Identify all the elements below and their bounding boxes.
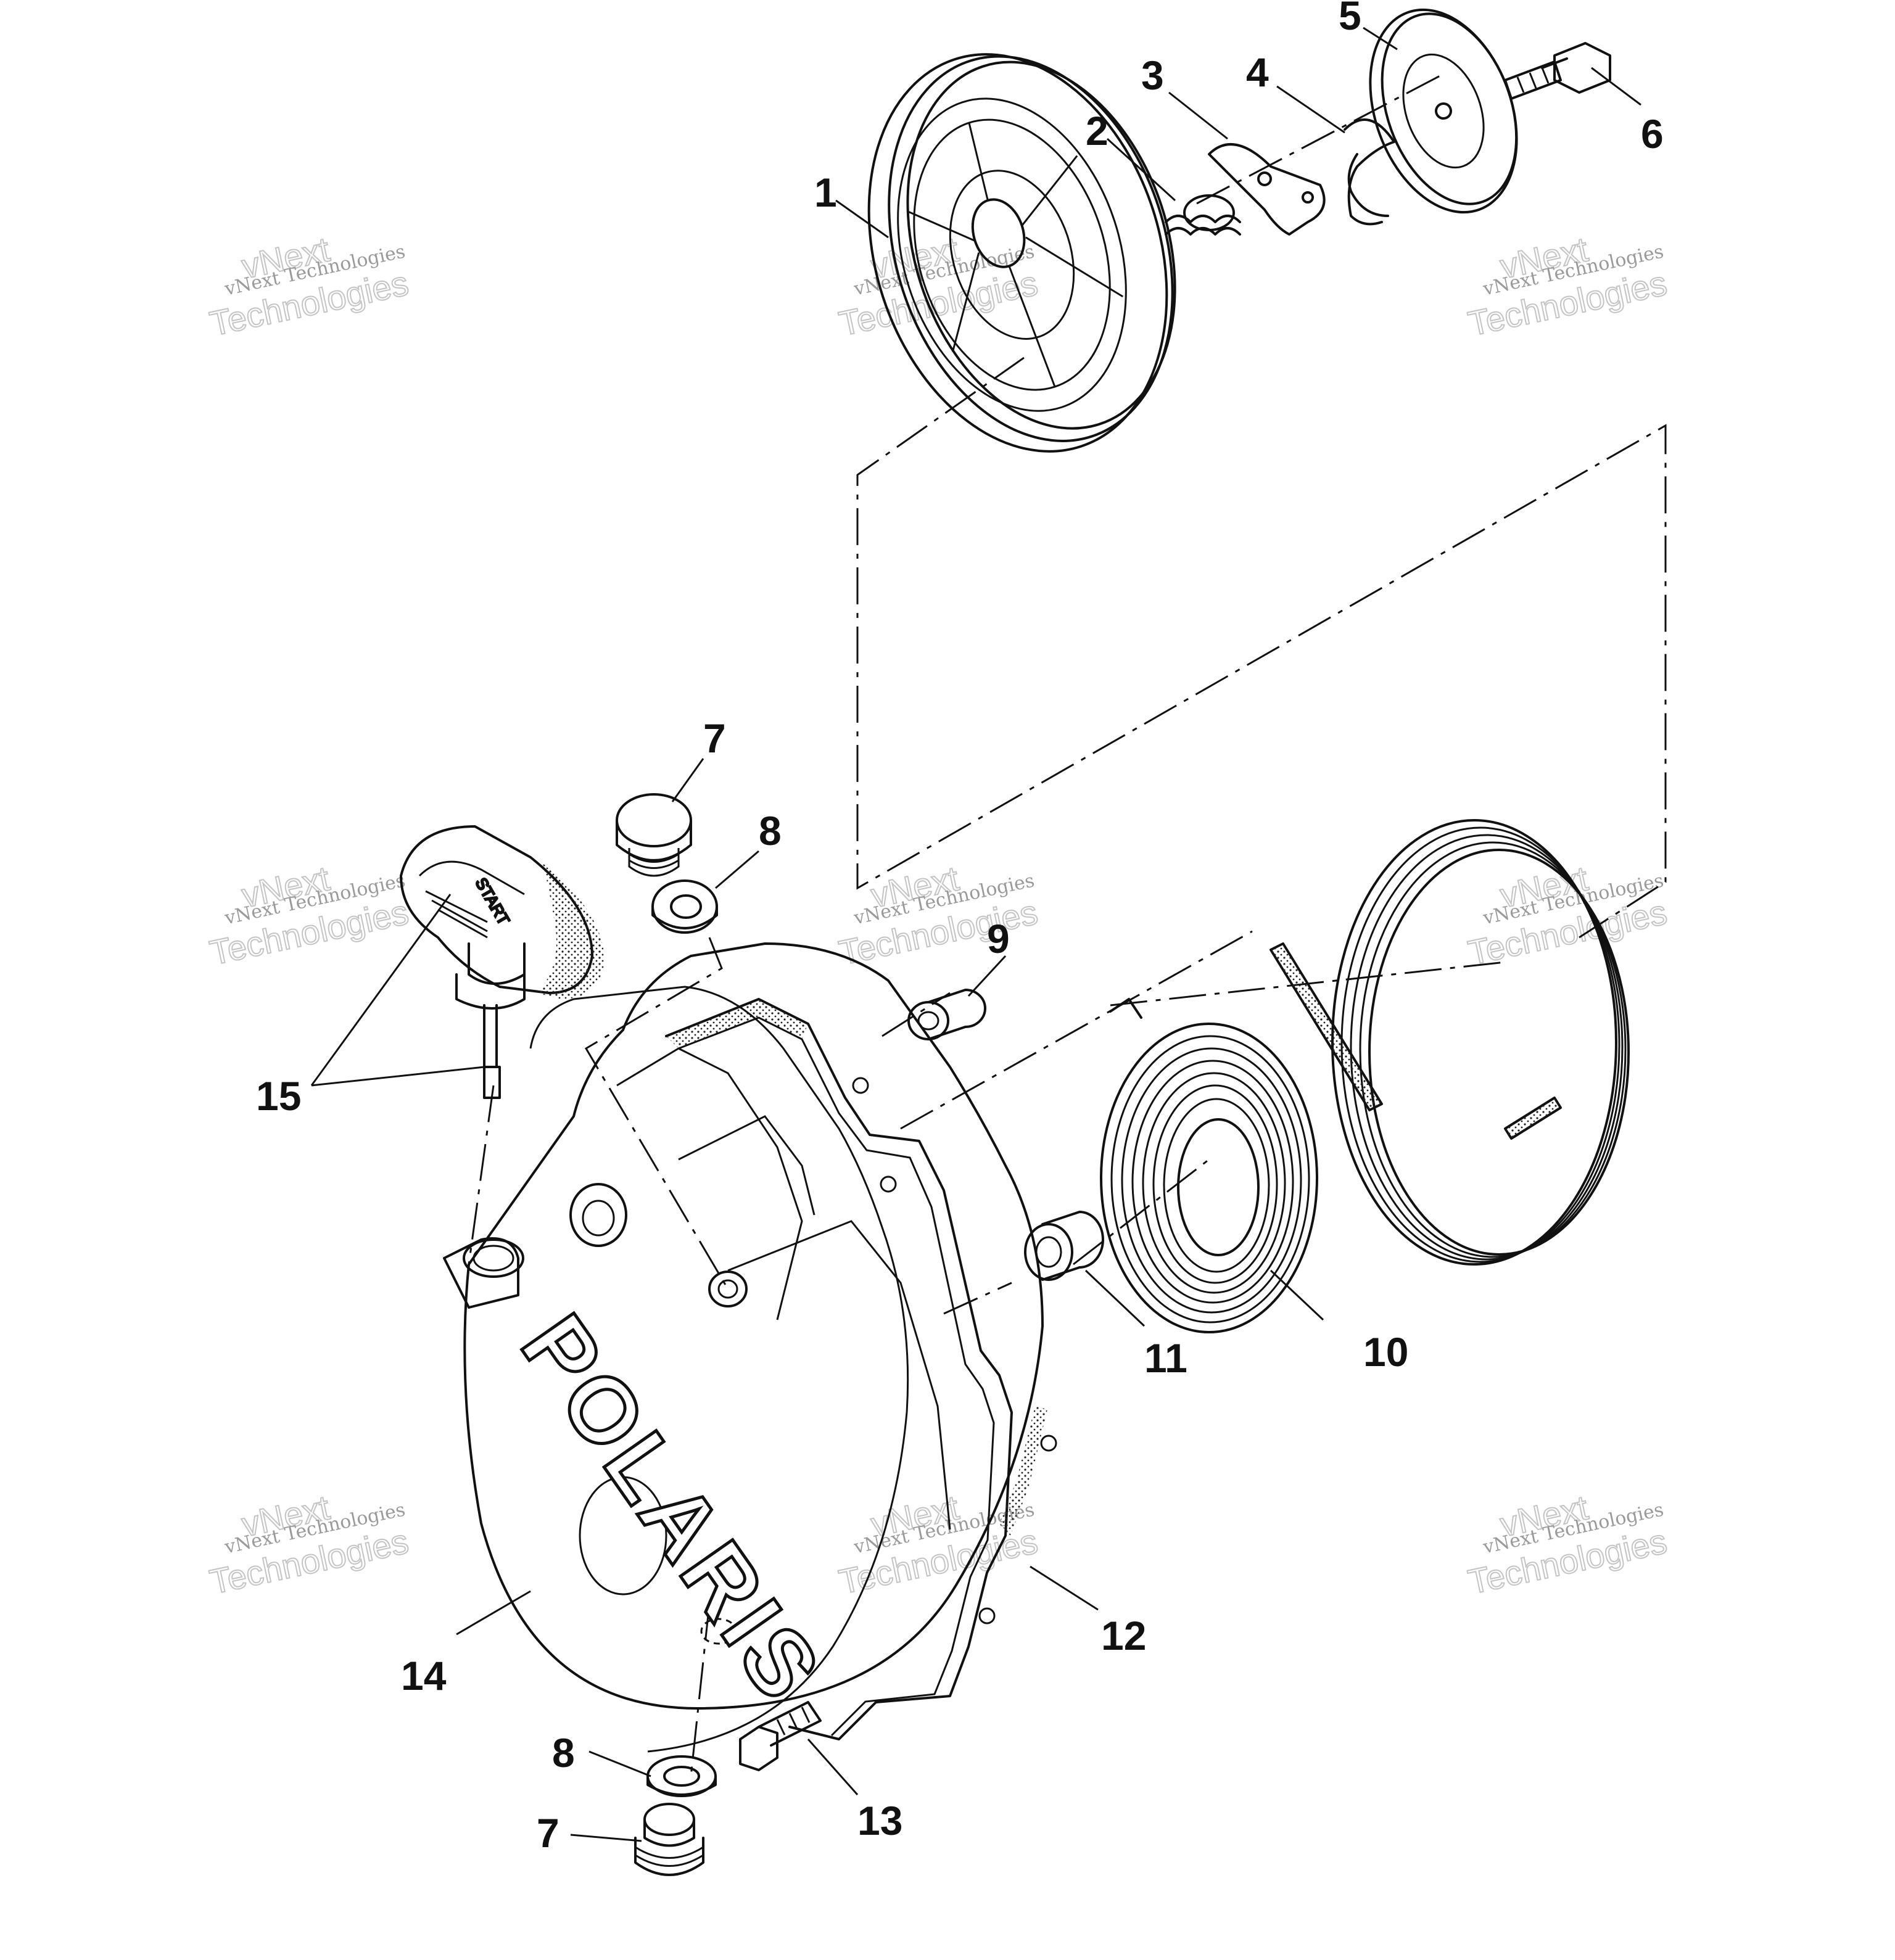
callout-6: 6 [1641, 111, 1664, 157]
callout-15: 15 [256, 1073, 301, 1119]
starter-housing: POLARIS [443, 942, 1044, 1753]
center-bolt [1504, 42, 1611, 100]
watermark-top-right: vNext vNext Technologies Technologies [1464, 229, 1671, 344]
callout-11: 11 [1144, 1335, 1187, 1381]
recoil-spring [1100, 998, 1318, 1333]
watermark-top-center: vNext vNext Technologies Technologies [835, 229, 1042, 344]
watermark-middle-right: vNext vNext Technologies Technologies [1464, 858, 1671, 973]
watermark-top-left: vNext vNext Technologies Technologies [206, 229, 413, 344]
bushing [907, 989, 986, 1040]
watermark-bottom-right: vNext vNext Technologies Technologies [1464, 1487, 1671, 1602]
watermark-group: vNext vNext Technologies Technologies vN… [206, 229, 1671, 1602]
watermark-bottom-left: vNext vNext Technologies Technologies [206, 1487, 413, 1602]
callout-1: 1 [814, 170, 837, 215]
spring-bushing [1024, 1211, 1104, 1281]
starter-handle: START [400, 825, 605, 1099]
leader-lines [310, 27, 1641, 1842]
callout-12: 12 [1101, 1613, 1146, 1658]
callout-8-top: 8 [759, 808, 782, 854]
drain-plug-bottom [634, 1803, 704, 1876]
starter-rope-coil [1270, 819, 1630, 1266]
callout-7-top: 7 [703, 715, 726, 761]
washer-top [651, 879, 718, 934]
pawl [1208, 143, 1326, 236]
watermark-bottom-center: vNext vNext Technologies Technologies [835, 1487, 1042, 1602]
callout-13: 13 [857, 1798, 902, 1843]
callout-10: 10 [1363, 1329, 1408, 1375]
callout-2: 2 [1086, 108, 1109, 154]
callout-8-bottom: 8 [552, 1730, 575, 1776]
callout-7-bottom: 7 [537, 1810, 559, 1856]
drain-plug-top [616, 793, 692, 877]
pawl-spring [1165, 194, 1241, 236]
callout-3: 3 [1141, 52, 1164, 98]
handle-start-label: START [472, 875, 513, 928]
watermark-middle-left: vNext vNext Technologies Technologies [206, 858, 413, 973]
callout-14: 14 [401, 1653, 447, 1699]
callout-labels: 1 2 3 4 5 6 7 8 9 10 11 12 13 14 15 8 7 [256, 0, 1664, 1856]
washer-bottom [646, 1755, 717, 1797]
watermark-middle-center: vNext vNext Technologies Technologies [835, 858, 1042, 973]
housing-bolt [739, 1701, 822, 1771]
callout-5: 5 [1339, 0, 1361, 38]
callout-4: 4 [1246, 49, 1269, 95]
callout-9: 9 [987, 916, 1010, 961]
spring-clip [1344, 118, 1395, 226]
gasket [665, 998, 1057, 1740]
pulley [867, 53, 1176, 453]
